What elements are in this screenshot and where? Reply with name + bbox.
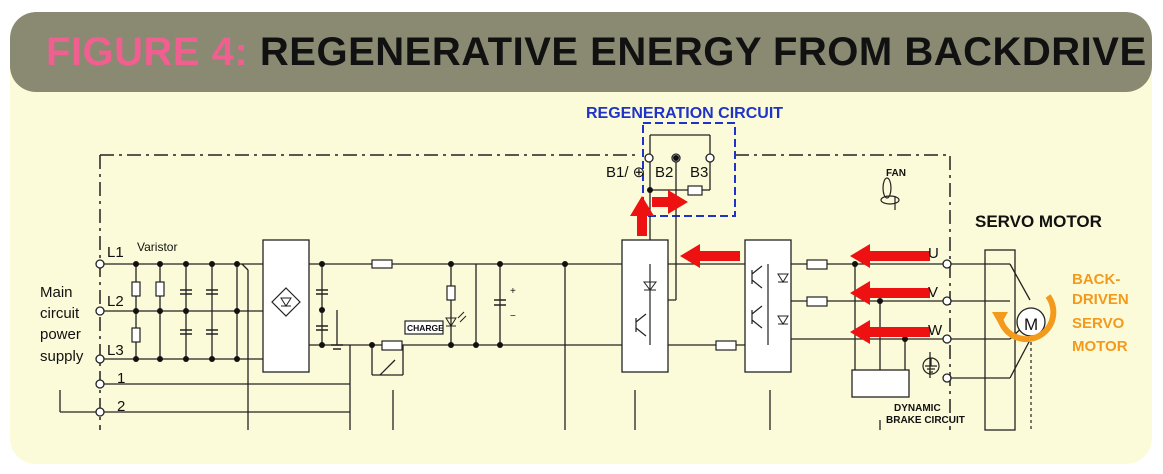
inverter-block [744, 239, 792, 373]
figure-title-text: REGENERATIVE ENERGY FROM BACKDRIVE [259, 30, 1147, 74]
label-b3: B3 [690, 164, 708, 181]
charge-indicator-box [404, 320, 444, 335]
servo-amplifier-boundary [99, 154, 951, 430]
dynamic-brake-box [851, 369, 910, 398]
terminals [95, 153, 952, 417]
arrow-up-to-b1 [630, 196, 654, 236]
label-l2: L2 [107, 293, 124, 310]
label-l3: L3 [107, 342, 124, 359]
label-v: V [928, 284, 938, 301]
charge-switch [379, 359, 396, 376]
label-b1: B1/ ⊕ [606, 164, 645, 181]
label-l1: L1 [107, 244, 124, 261]
label-u: U [928, 245, 939, 262]
regen-transistor-block [621, 239, 669, 373]
figure-panel: FIGURE 4: REGENERATIVE ENERGY FROM BACKD… [10, 12, 1152, 464]
junction-dots [133, 155, 908, 362]
varistor-label: Varistor [137, 240, 177, 254]
led-icon [445, 311, 467, 327]
charge-label: CHARGE [407, 323, 444, 333]
label-terminal-2: 2 [117, 398, 125, 415]
regeneration-circuit-box [642, 122, 736, 217]
arrow-w [850, 320, 930, 344]
rotation-arrow [997, 294, 1057, 343]
servo-motor-label: SERVO MOTOR [975, 212, 1102, 231]
backdriven-line-4: MOTOR [1072, 338, 1128, 355]
backdriven-line-3: SERVO [1072, 315, 1125, 332]
regeneration-circuit-label: REGENERATION CIRCUIT [586, 105, 783, 122]
rectifier-block [262, 239, 310, 373]
backdriven-label: BACK- DRIVEN SERVO MOTOR [1072, 271, 1129, 355]
figure-title: FIGURE 4: REGENERATIVE ENERGY FROM BACKD… [46, 30, 1147, 75]
arrow-inverter-to-bus [680, 244, 740, 268]
main-supply-label: Main circuit power supply [40, 284, 84, 365]
arrow-u [850, 244, 930, 268]
backdriven-line-1: BACK- [1072, 271, 1120, 288]
fan-icon [880, 177, 900, 210]
capacitor-minus: − [510, 311, 516, 322]
main-supply-line-4: supply [40, 348, 84, 365]
regen-flow-arrows [630, 190, 930, 344]
title-bar: FIGURE 4: REGENERATIVE ENERGY FROM BACKD… [10, 12, 1152, 92]
ground-icon [922, 357, 940, 375]
label-w: W [928, 322, 943, 339]
backdriven-line-2: DRIVEN [1072, 291, 1129, 308]
dynamic-brake-label-1: DYNAMIC [894, 403, 941, 414]
motor-m-label: M [1024, 315, 1038, 334]
fan-label: FAN [886, 168, 906, 179]
arrow-to-resistor [652, 190, 688, 214]
label-terminal-1: 1 [117, 370, 125, 387]
dynamic-brake-label-2: BRAKE CIRCUIT [886, 415, 965, 426]
rotation-arrowhead [992, 312, 1008, 326]
figure-number: FIGURE 4: [46, 30, 249, 74]
label-b2: B2 [655, 164, 673, 181]
main-supply-line-2: circuit [40, 305, 80, 322]
arrow-v [850, 281, 930, 305]
capacitors [180, 289, 506, 350]
varistor-elements [131, 185, 828, 351]
main-supply-line-3: power [40, 326, 81, 343]
main-supply-line-1: Main [40, 284, 73, 301]
terminal-labels: L1 L2 L3 1 2 U V W B2 B3 B1/ ⊕ [107, 164, 943, 415]
capacitor-plus: + [510, 286, 516, 297]
